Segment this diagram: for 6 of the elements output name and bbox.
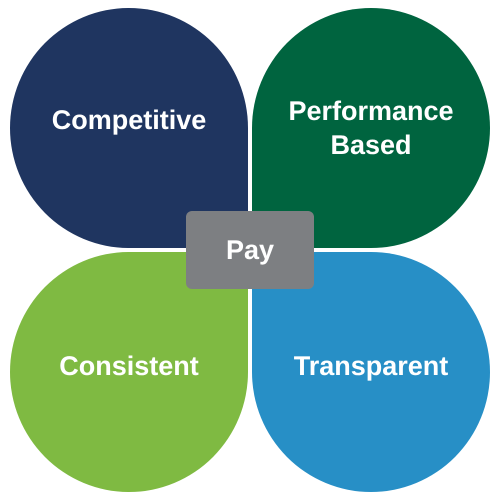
node-label: Consistent <box>59 350 199 383</box>
node-label: Performance Based <box>287 95 455 162</box>
center-box <box>186 211 314 289</box>
node-label: Transparent <box>294 350 448 383</box>
node-label: Competitive <box>52 104 206 137</box>
node-label: Pay <box>226 234 274 267</box>
